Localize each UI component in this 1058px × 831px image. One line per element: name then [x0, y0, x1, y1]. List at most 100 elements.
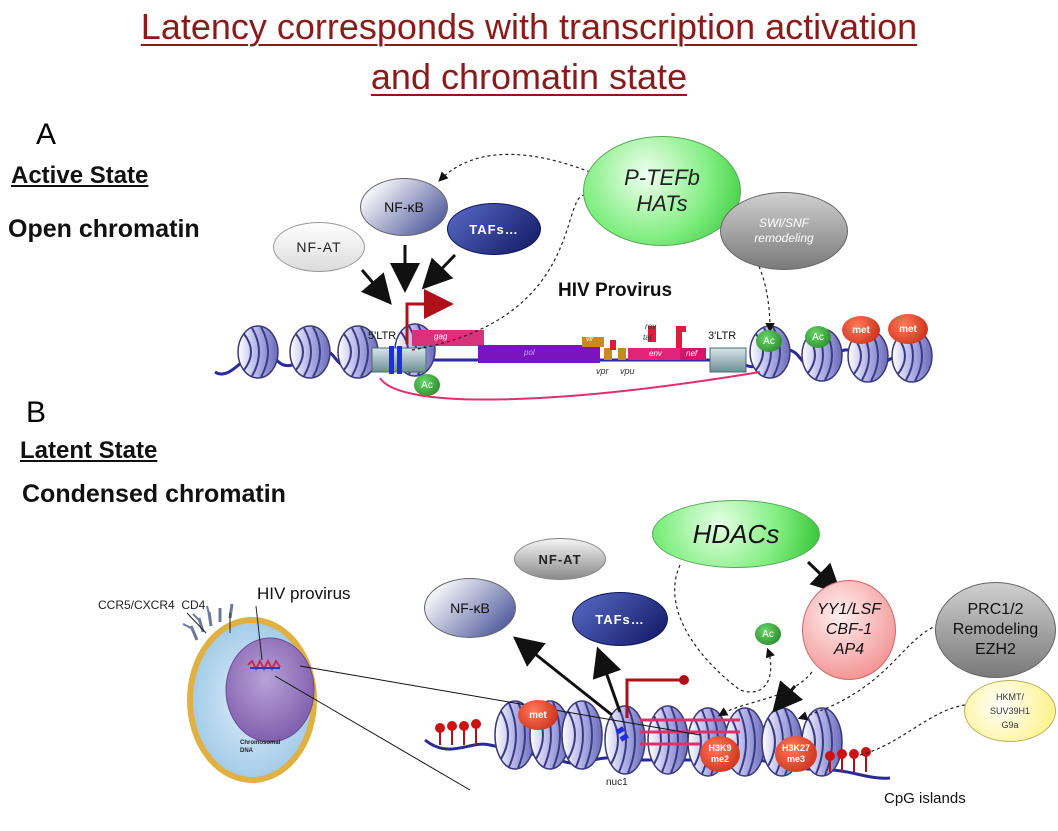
h3k27-label-2: me3 [786, 754, 805, 764]
arrow-to-h3k27 [772, 680, 804, 713]
panel-b-chromatin: Condensed chromatin [22, 480, 286, 508]
panel-b-letter: B [26, 396, 47, 429]
nfkb-label-a: NF-κB [384, 199, 424, 215]
receptors-label: CCR5/CXCR4 CD4 [98, 598, 206, 612]
ac-badge-a2: Ac [756, 330, 782, 352]
nef-label: nef [686, 349, 698, 358]
h3k27-label-1: H3K27 [781, 743, 810, 753]
pol-label: pol [524, 348, 535, 357]
tss-arrow-b [625, 678, 684, 718]
panel-b-state: Latent State [20, 437, 158, 464]
vpr-label: vpr [596, 366, 609, 376]
prc-label-1: PRC1/2 [967, 601, 1024, 618]
hiv-provirus-cell-label: HIV provirus [257, 584, 351, 603]
yy1-label-1: YY1/LSF [816, 601, 882, 618]
arrow-to-nfkb-b [512, 636, 613, 717]
hkmt-label-2: SUV39H1 [989, 706, 1031, 716]
vpu-label: vpu [620, 366, 635, 376]
met-badge-a1: met [842, 316, 880, 344]
ptefb-label: P-TEFb [624, 165, 700, 190]
yy1-label-3: AP4 [833, 641, 865, 658]
tafs-bubble-a: TAFs… [447, 203, 541, 255]
ac-label-a3: Ac [812, 331, 824, 343]
met-badge-a2: met [888, 314, 928, 344]
hiv-provirus-label: HIV Provirus [558, 280, 673, 301]
swisnf-label-1: SWI/SNF [759, 216, 809, 230]
cpg-lollipops-left [439, 726, 477, 745]
ltr3-box [709, 347, 747, 373]
hdacs-label: HDACs [692, 518, 780, 549]
h3k9-label-2: me2 [710, 754, 729, 764]
page-title-line-2: and chromatin state [370, 56, 688, 97]
swisnf-bubble: SWI/SNF remodeling [720, 192, 848, 270]
nfat-bubble-a: NF-AT [273, 222, 365, 272]
ltr3-label: 3'LTR [708, 330, 737, 342]
gene-vif [582, 337, 604, 347]
nfat-label-b: NF-AT [538, 551, 582, 567]
nfkb-label-b: NF-κB [450, 600, 490, 616]
gag-label: gag [434, 332, 448, 341]
ltr5-label: 5'LTR [368, 330, 397, 342]
h3k9-label-1: H3K9 [708, 743, 732, 753]
ac-badge-b: Ac [755, 623, 781, 645]
gene-pol [478, 345, 600, 363]
panel-a-state: Active State [11, 162, 149, 189]
prc-label-2: Remodeling [952, 621, 1039, 638]
tafs-bubble-b: TAFs… [572, 592, 668, 646]
tafs-label-a: TAFs… [469, 221, 519, 237]
dashed-arrow-yy1-h3k9 [717, 671, 813, 717]
hkmt-label-3: G9a [1001, 720, 1019, 730]
yy1-bubble: YY1/LSF CBF-1 AP4 [802, 580, 896, 680]
vif-label: vif [586, 336, 593, 343]
panel-a-chromatin: Open chromatin [8, 215, 200, 243]
hkmt-bubble: HKMT/ SUV39H1 G9a [964, 680, 1056, 742]
gene-env [628, 348, 682, 360]
loop-line-a [379, 371, 761, 401]
yy1-label-2: CBF-1 [825, 621, 873, 638]
chromosomal-label-2: DNA [240, 748, 253, 754]
rev-label: rev [645, 322, 657, 331]
prc-label-3: EZH2 [975, 641, 1016, 658]
panel-a-letter: A [36, 118, 57, 151]
dashed-arrow-ptefb-top [438, 153, 591, 182]
arrow-tafs-a [421, 253, 457, 290]
ac-badge-a1: Ac [414, 374, 440, 396]
met-label-a2: met [899, 323, 917, 335]
nfat-bubble-b: NF-AT [514, 538, 606, 580]
dashed-line-hkmt [859, 704, 966, 756]
arrow-nfat-a [360, 269, 392, 305]
tafs-label-b: TAFs… [595, 611, 645, 627]
prc-bubble: PRC1/2 Remodeling EZH2 [935, 582, 1056, 678]
nfkb-bubble-b: NF-κB [424, 578, 516, 638]
zoom-line-1 [299, 665, 701, 736]
ac-label-b: Ac [762, 628, 774, 640]
hdacs-bubble: HDACs [652, 500, 820, 568]
dashed-arrow-hdacs-ac [674, 564, 775, 693]
ptefb-hats-bubble: P-TEFb HATs [583, 136, 741, 246]
nuc1-label: nuc1 [606, 777, 628, 788]
gene-gag [412, 330, 484, 346]
chromosomal-label-1: Chromosomal [240, 740, 281, 746]
page-title-line-1: Latency corresponds with transcription a… [140, 6, 918, 47]
tat-label: tat [643, 333, 652, 342]
tss-arrow-a [405, 289, 454, 344]
nfkb-bubble-a: NF-κB [360, 178, 448, 236]
cpg-islands-label: CpG islands [884, 790, 966, 807]
h3k27-badge: H3K27 me3 [775, 736, 817, 772]
ac-label-a1: Ac [421, 379, 433, 391]
zoom-line-2 [274, 675, 471, 791]
dashed-arrow-prc-h3k27 [797, 624, 939, 721]
nfat-label-a: NF-AT [296, 239, 342, 255]
swisnf-label-2: remodeling [754, 231, 814, 245]
dashed-arrow-ptefb-to-ltr [411, 194, 586, 351]
met-label-a1: met [852, 324, 870, 336]
ac-badge-a3: Ac [805, 326, 831, 348]
met-label-b: met [529, 709, 547, 721]
arrow-to-tafs-b [592, 646, 622, 713]
gene-nef [680, 348, 706, 360]
met-badge-b: met [518, 700, 558, 730]
h3k9-badge: H3K9 me2 [700, 736, 740, 772]
cell-illustration [182, 603, 317, 783]
env-label: env [649, 349, 662, 358]
